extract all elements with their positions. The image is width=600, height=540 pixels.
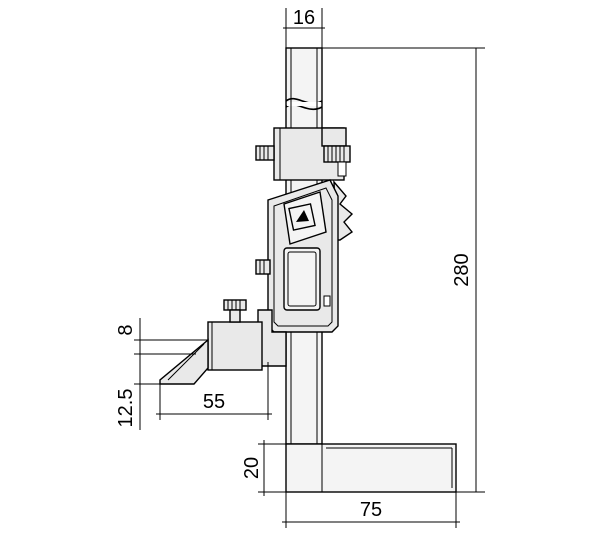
dim-beam-width: 16	[283, 7, 325, 48]
dim-base-height: 20	[241, 440, 286, 496]
scriber-holder	[207, 321, 263, 371]
dim-label-8: 8	[115, 324, 137, 335]
dim-label-20: 20	[241, 457, 263, 479]
scriber-clamp-screw	[223, 299, 247, 311]
lock-screw-lower	[255, 259, 271, 275]
triangle-up-icon	[296, 210, 309, 222]
dim-total-height: 280	[322, 47, 485, 493]
lock-screw-upper	[255, 145, 275, 161]
dim-label-16: 16	[293, 7, 315, 29]
dim-label-12-5: 12.5	[115, 389, 137, 428]
dim-label-280: 280	[451, 253, 473, 286]
dim-label-75: 75	[360, 499, 382, 521]
dim-scriber-reach: 55	[156, 362, 272, 420]
digital-head	[255, 179, 354, 333]
dim-base-length: 75	[282, 492, 460, 528]
fine-adjust-clamp	[255, 127, 351, 181]
lcd-display	[283, 247, 321, 311]
dim-label-55: 55	[203, 391, 225, 413]
dim-scriber: 8 12.5	[115, 318, 208, 430]
base	[285, 443, 457, 493]
scriber-blade	[159, 338, 209, 385]
scriber-clamp	[159, 299, 287, 385]
